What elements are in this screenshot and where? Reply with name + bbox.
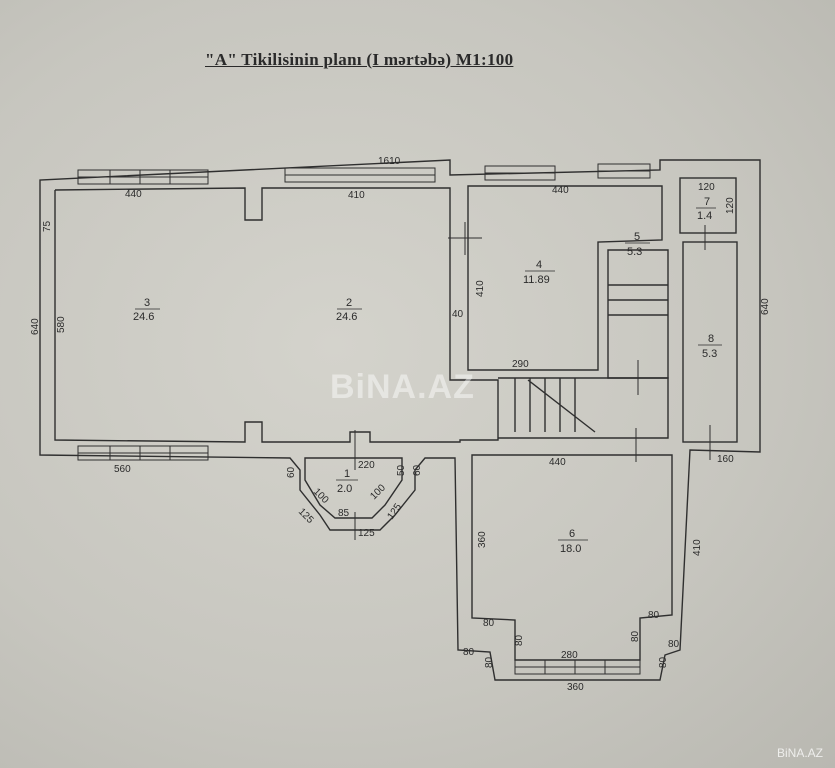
outer-wall bbox=[39, 159, 761, 681]
dimension-label: 290 bbox=[512, 359, 529, 370]
dimension-label: 80 bbox=[648, 610, 660, 621]
dimension-label: 80 bbox=[483, 618, 495, 629]
room-6-wall bbox=[471, 454, 673, 661]
room-label-5: 5 5.3 bbox=[625, 231, 650, 258]
dimension-label: 410 bbox=[692, 539, 703, 556]
dimension-label: 410 bbox=[475, 280, 486, 297]
room-7-wall bbox=[679, 177, 737, 234]
room-label-1: 1 2.0 bbox=[336, 468, 358, 495]
dimension-label: 120 bbox=[698, 182, 715, 193]
dimension-label: 80 bbox=[630, 630, 641, 642]
hall-inner-wall bbox=[54, 187, 499, 443]
room-label-4: 4 11.89 bbox=[523, 259, 555, 286]
svg-text:4: 4 bbox=[536, 259, 542, 271]
dimension-label: 125 bbox=[385, 501, 404, 521]
svg-text:5.3: 5.3 bbox=[702, 348, 717, 360]
stair-upper bbox=[607, 249, 669, 379]
svg-text:1: 1 bbox=[344, 468, 350, 480]
svg-text:24.6: 24.6 bbox=[133, 311, 154, 323]
room-label-6: 6 18.0 bbox=[558, 528, 588, 555]
dimension-label: 40 bbox=[452, 309, 464, 320]
svg-text:7: 7 bbox=[704, 196, 710, 208]
dimension-label: 50 bbox=[396, 464, 407, 476]
room-label-2: 2 24.6 bbox=[336, 297, 362, 323]
dimension-label: 440 bbox=[552, 185, 569, 196]
svg-text:18.0: 18.0 bbox=[560, 543, 581, 555]
dimension-label: 120 bbox=[725, 197, 736, 214]
room-label-8: 8 5.3 bbox=[698, 333, 722, 360]
dimension-label: 280 bbox=[561, 650, 578, 661]
windows-bottom bbox=[77, 445, 641, 675]
watermark: BiNA.AZ bbox=[330, 368, 475, 406]
dimension-label: 440 bbox=[125, 189, 142, 200]
dimension-label: 80 bbox=[514, 634, 525, 646]
windows-top bbox=[77, 163, 651, 185]
dimension-label: 560 bbox=[114, 464, 131, 475]
svg-text:24.6: 24.6 bbox=[336, 311, 357, 323]
svg-text:8: 8 bbox=[708, 333, 714, 345]
svg-text:5.3: 5.3 bbox=[627, 246, 642, 258]
dimension-label: 360 bbox=[477, 531, 488, 548]
dimension-label: 80 bbox=[463, 647, 475, 658]
corner-watermark: BiNA.AZ bbox=[776, 746, 823, 760]
dimension-label: 640 bbox=[30, 318, 41, 335]
dimension-label: 80 bbox=[484, 656, 495, 668]
dimension-label: 60 bbox=[412, 464, 423, 476]
stair-lower bbox=[498, 377, 669, 439]
svg-text:2: 2 bbox=[346, 297, 352, 309]
doors bbox=[354, 222, 711, 540]
svg-text:1.4: 1.4 bbox=[697, 210, 712, 222]
dimension-label: 410 bbox=[348, 190, 365, 201]
dimension-label: 220 bbox=[358, 460, 375, 471]
svg-text:6: 6 bbox=[569, 528, 575, 540]
dimension-label: 75 bbox=[42, 220, 53, 232]
svg-text:11.89: 11.89 bbox=[523, 274, 550, 286]
dimension-label: 360 bbox=[567, 682, 584, 693]
room-label-3: 3 24.6 bbox=[133, 297, 160, 323]
dimension-label: 160 bbox=[717, 454, 734, 465]
dimension-label: 100 bbox=[311, 486, 331, 506]
dimension-label: 440 bbox=[549, 457, 566, 468]
svg-text:5: 5 bbox=[634, 231, 640, 243]
dimension-label: 100 bbox=[368, 482, 388, 502]
plan-title: "A" Tikilisinin planı (I mərtəbə) M1:100 bbox=[205, 50, 514, 69]
dimension-label: 125 bbox=[296, 506, 316, 526]
room-1-wall bbox=[304, 457, 403, 519]
dimension-label: 80 bbox=[668, 639, 680, 650]
svg-text:2.0: 2.0 bbox=[337, 483, 352, 495]
dimension-label: 125 bbox=[358, 528, 375, 539]
room-4-wall bbox=[467, 185, 663, 371]
room-label-7: 7 1.4 bbox=[696, 196, 716, 222]
dimension-label: 640 bbox=[760, 298, 771, 315]
dimension-label: 80 bbox=[658, 656, 669, 668]
svg-text:3: 3 bbox=[144, 297, 150, 309]
dimension-label: 60 bbox=[286, 466, 297, 478]
dimension-label: 580 bbox=[56, 316, 67, 333]
dimension-label: 1610 bbox=[378, 156, 401, 167]
dimension-label: 85 bbox=[338, 508, 350, 519]
